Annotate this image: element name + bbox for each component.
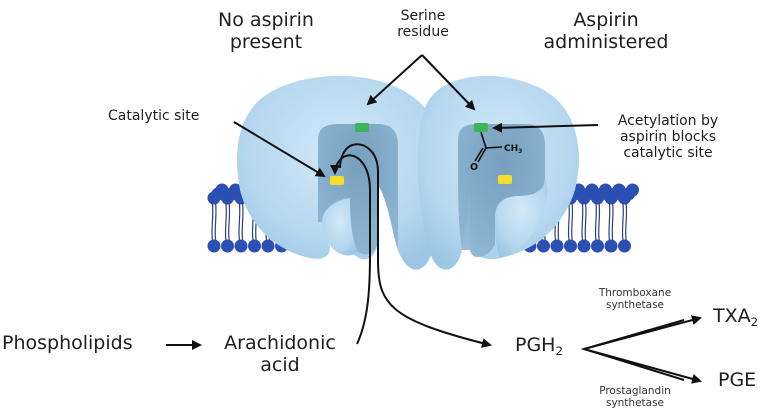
- txa2-arrow: [583, 315, 702, 350]
- serine-residue-right: [474, 123, 488, 132]
- txa2-subscript: 2: [750, 315, 759, 330]
- lipid-head: [221, 239, 234, 253]
- phospholipids-label: Phospholipids: [2, 332, 133, 354]
- acetyl-group: [474, 131, 503, 163]
- aspirin-label-line1: Aspirin: [573, 9, 639, 31]
- no-aspirin-label-line1: No aspirin: [218, 9, 314, 31]
- pgh2-text: PGH: [515, 334, 556, 356]
- acetylation-label-line1: Acetylation by: [617, 113, 719, 129]
- acetyl-ch3-label: CH3: [504, 144, 522, 155]
- lipid-head: [537, 239, 550, 253]
- serine-arrow-right: [421, 54, 476, 111]
- serine-arrow-left: [366, 54, 423, 106]
- enzyme-right: CH3 O: [417, 75, 579, 270]
- lipid-tail: [211, 202, 214, 241]
- lipid-head: [618, 191, 631, 205]
- enzyme-right-cavity: [458, 124, 545, 258]
- lipid-head: [221, 191, 234, 205]
- serine-residue-label: Serine residue: [378, 8, 468, 40]
- catalytic-site-arrow: [233, 121, 326, 178]
- lipid-tail: [611, 202, 614, 241]
- lipid-tail: [238, 202, 241, 241]
- lipid-tail: [608, 202, 611, 241]
- arachidonic-label-line1: Arachidonic: [224, 332, 336, 354]
- thromboxane-synthetase-label: Thromboxane synthetase: [590, 287, 680, 311]
- lipid-tail: [214, 202, 217, 241]
- arachidonic-label-line2: acid: [260, 353, 300, 376]
- pgh2-label: PGH2: [515, 334, 563, 359]
- catalytic-site-label: Catalytic site: [108, 108, 200, 124]
- lipid-head: [577, 191, 591, 205]
- catalytic-site-right: [498, 175, 512, 184]
- lipid-tail: [224, 202, 227, 241]
- lipid-head: [550, 239, 564, 253]
- serine-label-line2: residue: [397, 24, 449, 41]
- pgh2-subscript: 2: [555, 344, 563, 359]
- lipid-head: [618, 239, 631, 253]
- lipid-head: [591, 239, 604, 253]
- txa2-text: TXA: [713, 305, 751, 327]
- lipid-tail: [241, 202, 244, 241]
- serine-label-line1: Serine: [400, 8, 446, 24]
- lipid-tail: [581, 202, 584, 241]
- prostaglandin-line1: Prostaglandin: [599, 385, 671, 397]
- lipid-head: [261, 239, 275, 253]
- lipid-tail: [621, 202, 624, 241]
- lipid-head: [604, 239, 618, 253]
- lipid-tail: [228, 202, 231, 241]
- lipid-head: [577, 239, 591, 253]
- txa2-label: TXA2: [713, 305, 759, 330]
- aspirin-administered-label: Aspirin administered: [526, 9, 686, 54]
- lipid-tail: [598, 202, 601, 241]
- pge-arrow: [583, 348, 702, 384]
- acetylation-label-line3: catalytic site: [623, 145, 713, 162]
- serine-residue-left: [355, 123, 369, 132]
- catalytic-site-left: [330, 176, 344, 185]
- acetylation-arrow: [492, 122, 599, 133]
- thromboxane-line2: synthetase: [605, 299, 665, 312]
- lipid-head: [591, 191, 604, 205]
- arachidonic-acid-label: Arachidonic acid: [210, 332, 350, 377]
- no-aspirin-label-line2: present: [229, 30, 303, 53]
- pge-label: PGE: [718, 369, 757, 391]
- lipid-tail: [571, 202, 574, 241]
- branch-arrows: [580, 319, 685, 381]
- lipid-head: [234, 239, 248, 253]
- aspirin-label-line2: administered: [543, 30, 669, 53]
- lipid-tail: [625, 202, 628, 241]
- thromboxane-line1: Thromboxane: [598, 287, 672, 299]
- lipid-head: [564, 239, 577, 253]
- pgh2-exit-arrow: [339, 143, 490, 345]
- lipid-tail: [594, 202, 597, 241]
- lipid-head: [604, 191, 618, 205]
- lipid-tail: [567, 202, 570, 241]
- lipid-tail: [584, 202, 587, 241]
- acetylation-label-line2: aspirin blocks: [619, 129, 717, 146]
- acetylation-label: Acetylation by aspirin blocks catalytic …: [603, 113, 733, 161]
- prostaglandin-line2: synthetase: [605, 397, 665, 410]
- no-aspirin-label: No aspirin present: [206, 9, 326, 54]
- lipid-head: [207, 191, 221, 205]
- prostaglandin-synthetase-label: Prostaglandin synthetase: [590, 385, 680, 409]
- arachidonic-entry-arrow: [330, 154, 371, 345]
- acetyl-oxygen-label: O: [470, 162, 478, 173]
- lipid-head: [207, 239, 221, 253]
- lipid-head: [248, 239, 261, 253]
